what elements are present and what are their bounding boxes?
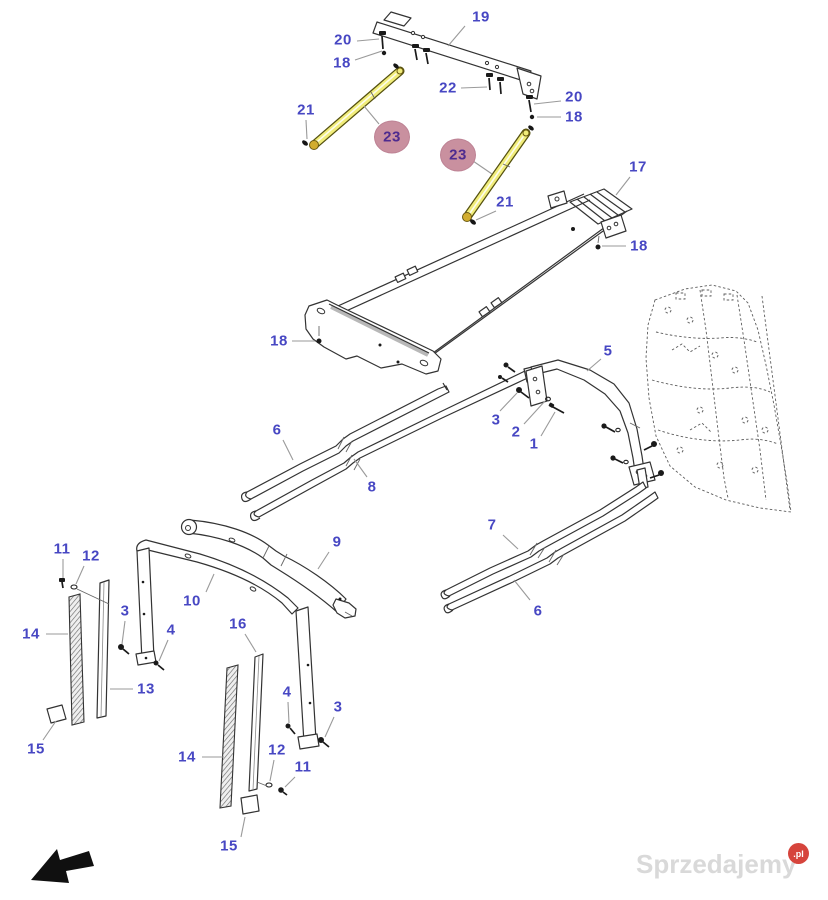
ghost-chassis-reference [645,284,792,513]
fasteners-top-cross-member [379,31,535,120]
watermark: Sprzedajemy .pl [636,843,811,885]
fasteners-part-5 [516,387,664,479]
fasteners-rail-8-end [498,362,516,383]
direction-arrow-icon [31,849,94,883]
part-5-corner-frame [525,359,656,486]
part-17-roof-frame [304,188,633,375]
part-15-pad-center [240,794,260,815]
watermark-text: Sprzedajemy [636,849,797,879]
leader-lines [42,25,631,838]
part-6-8-side-rails-upper [240,365,540,522]
part-23-gas-strut-left [302,63,405,150]
part-19-top-cross-member [372,11,542,100]
part-14-seal-strip-left [68,593,85,726]
watermark-badge-icon: .pl [788,843,809,864]
small-fasteners [59,578,330,796]
part-16-trim-strip [248,653,264,792]
part-23-gas-strut-right [462,125,534,225]
part-15-pad-left [46,704,67,724]
part-7-6-side-rails-lower [440,467,659,614]
part-13-trim-strip [96,579,110,719]
part-14-seal-strip-center [219,664,239,809]
part-9-cross-member [180,518,357,619]
